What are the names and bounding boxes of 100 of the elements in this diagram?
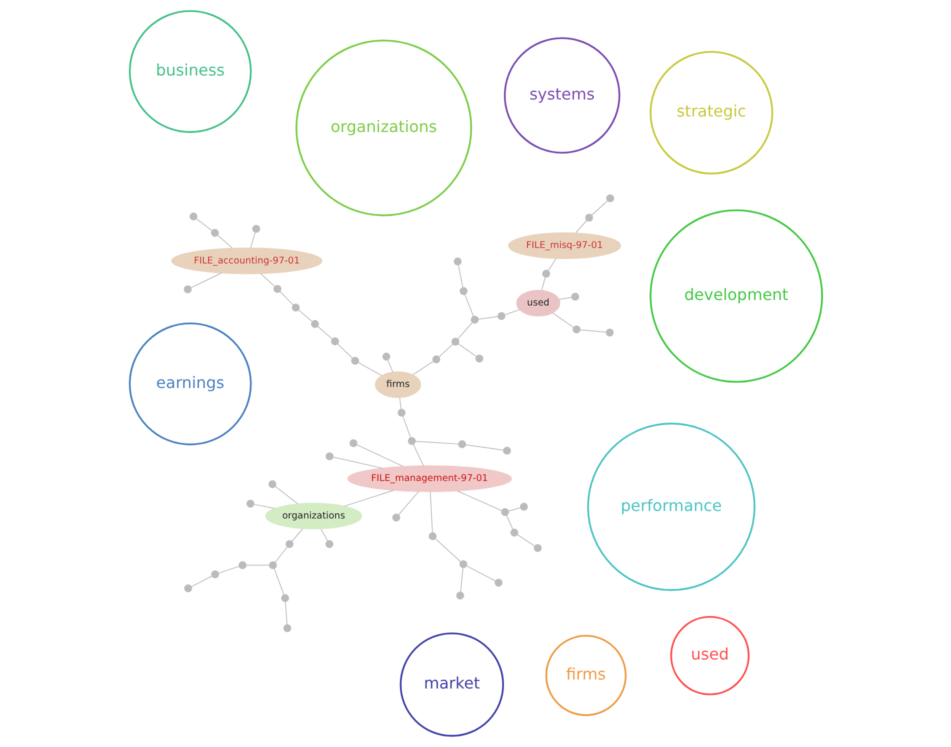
node-circle	[272, 284, 281, 293]
connector	[478, 316, 498, 320]
node-circle	[310, 320, 318, 328]
connector	[336, 344, 352, 359]
node-circle	[238, 561, 246, 570]
connector	[402, 416, 410, 438]
connector	[253, 504, 275, 509]
connector	[260, 273, 275, 287]
node-circle	[572, 325, 580, 334]
node-ellipse: FILE_management-97-01	[346, 465, 512, 492]
connector	[190, 272, 222, 288]
connector	[279, 291, 294, 306]
connector	[316, 326, 332, 340]
node-circle	[456, 592, 464, 600]
connector	[434, 538, 460, 562]
node-circle: business	[128, 10, 252, 133]
node-circle	[500, 508, 508, 516]
connector	[466, 565, 496, 582]
connector	[458, 344, 476, 357]
node-circle: organizations	[294, 40, 472, 216]
connector	[344, 490, 394, 507]
connector	[356, 444, 404, 467]
connector	[456, 322, 472, 340]
node-circle	[606, 194, 614, 202]
node-circle	[392, 514, 400, 522]
connector	[250, 232, 256, 248]
connector	[429, 491, 432, 533]
connector	[438, 344, 453, 358]
node-circle	[189, 212, 197, 220]
node-circle	[268, 561, 276, 570]
node-circle	[474, 354, 483, 362]
node-circle	[428, 532, 436, 540]
node-circle	[453, 258, 462, 266]
node-circle	[397, 408, 406, 417]
node-circle	[325, 452, 333, 460]
node-circle	[533, 544, 542, 552]
connector	[414, 440, 458, 444]
node-circle	[252, 224, 260, 233]
connector	[590, 200, 608, 216]
connector	[273, 568, 284, 596]
connector	[540, 276, 546, 291]
connector	[298, 310, 312, 322]
node-circle: firms	[544, 634, 626, 716]
node-circle	[210, 228, 218, 237]
node-circle	[268, 480, 276, 488]
connector	[412, 361, 433, 376]
node-circle	[570, 292, 579, 301]
node-circle: strategic	[649, 50, 773, 174]
node-circle	[605, 328, 614, 336]
node-circle	[458, 560, 467, 568]
node-circle	[432, 355, 440, 364]
node-circle	[184, 584, 192, 592]
connector	[508, 507, 520, 512]
connector	[464, 444, 504, 451]
connector	[218, 566, 239, 574]
connector	[358, 362, 382, 376]
connector	[398, 491, 418, 516]
connector	[274, 486, 298, 504]
connector	[412, 444, 424, 466]
connector	[216, 234, 232, 249]
connector	[190, 576, 212, 588]
connector	[245, 564, 270, 566]
node-circle	[407, 437, 416, 445]
node-circle	[246, 500, 254, 508]
node-circle: used	[670, 616, 750, 696]
node-circle	[510, 528, 518, 537]
node-ellipse: firms	[374, 371, 421, 398]
node-circle: systems	[503, 37, 620, 154]
node-circle	[349, 439, 357, 448]
connector	[579, 329, 606, 333]
node-circle	[324, 540, 333, 548]
connector	[460, 567, 463, 592]
node-circle	[282, 624, 291, 632]
connector	[332, 456, 382, 469]
node-circle	[450, 338, 459, 346]
node-circle	[494, 578, 502, 587]
node-circle	[459, 287, 468, 296]
node-circle	[382, 352, 390, 361]
connector	[516, 534, 535, 546]
node-circle	[502, 446, 510, 455]
node-circle: development	[649, 209, 823, 383]
node-circle	[330, 337, 338, 346]
node-circle	[584, 214, 593, 222]
connector	[552, 312, 574, 328]
node-circle: market	[399, 632, 504, 737]
node-ellipse: organizations	[264, 502, 362, 530]
node-circle	[183, 285, 192, 294]
node-circle	[470, 316, 478, 324]
connector	[457, 264, 463, 288]
node-circle	[350, 356, 359, 365]
node-ellipse: FILE_accounting-97-01	[170, 248, 322, 274]
connector	[291, 528, 303, 542]
connector	[398, 397, 402, 410]
node-circle	[519, 502, 528, 511]
connector	[547, 258, 556, 271]
connector	[574, 220, 587, 234]
connector	[504, 309, 520, 316]
node-circle	[458, 440, 466, 448]
node-ellipse: FILE_misq-97-01	[508, 232, 621, 259]
connector	[456, 490, 502, 511]
